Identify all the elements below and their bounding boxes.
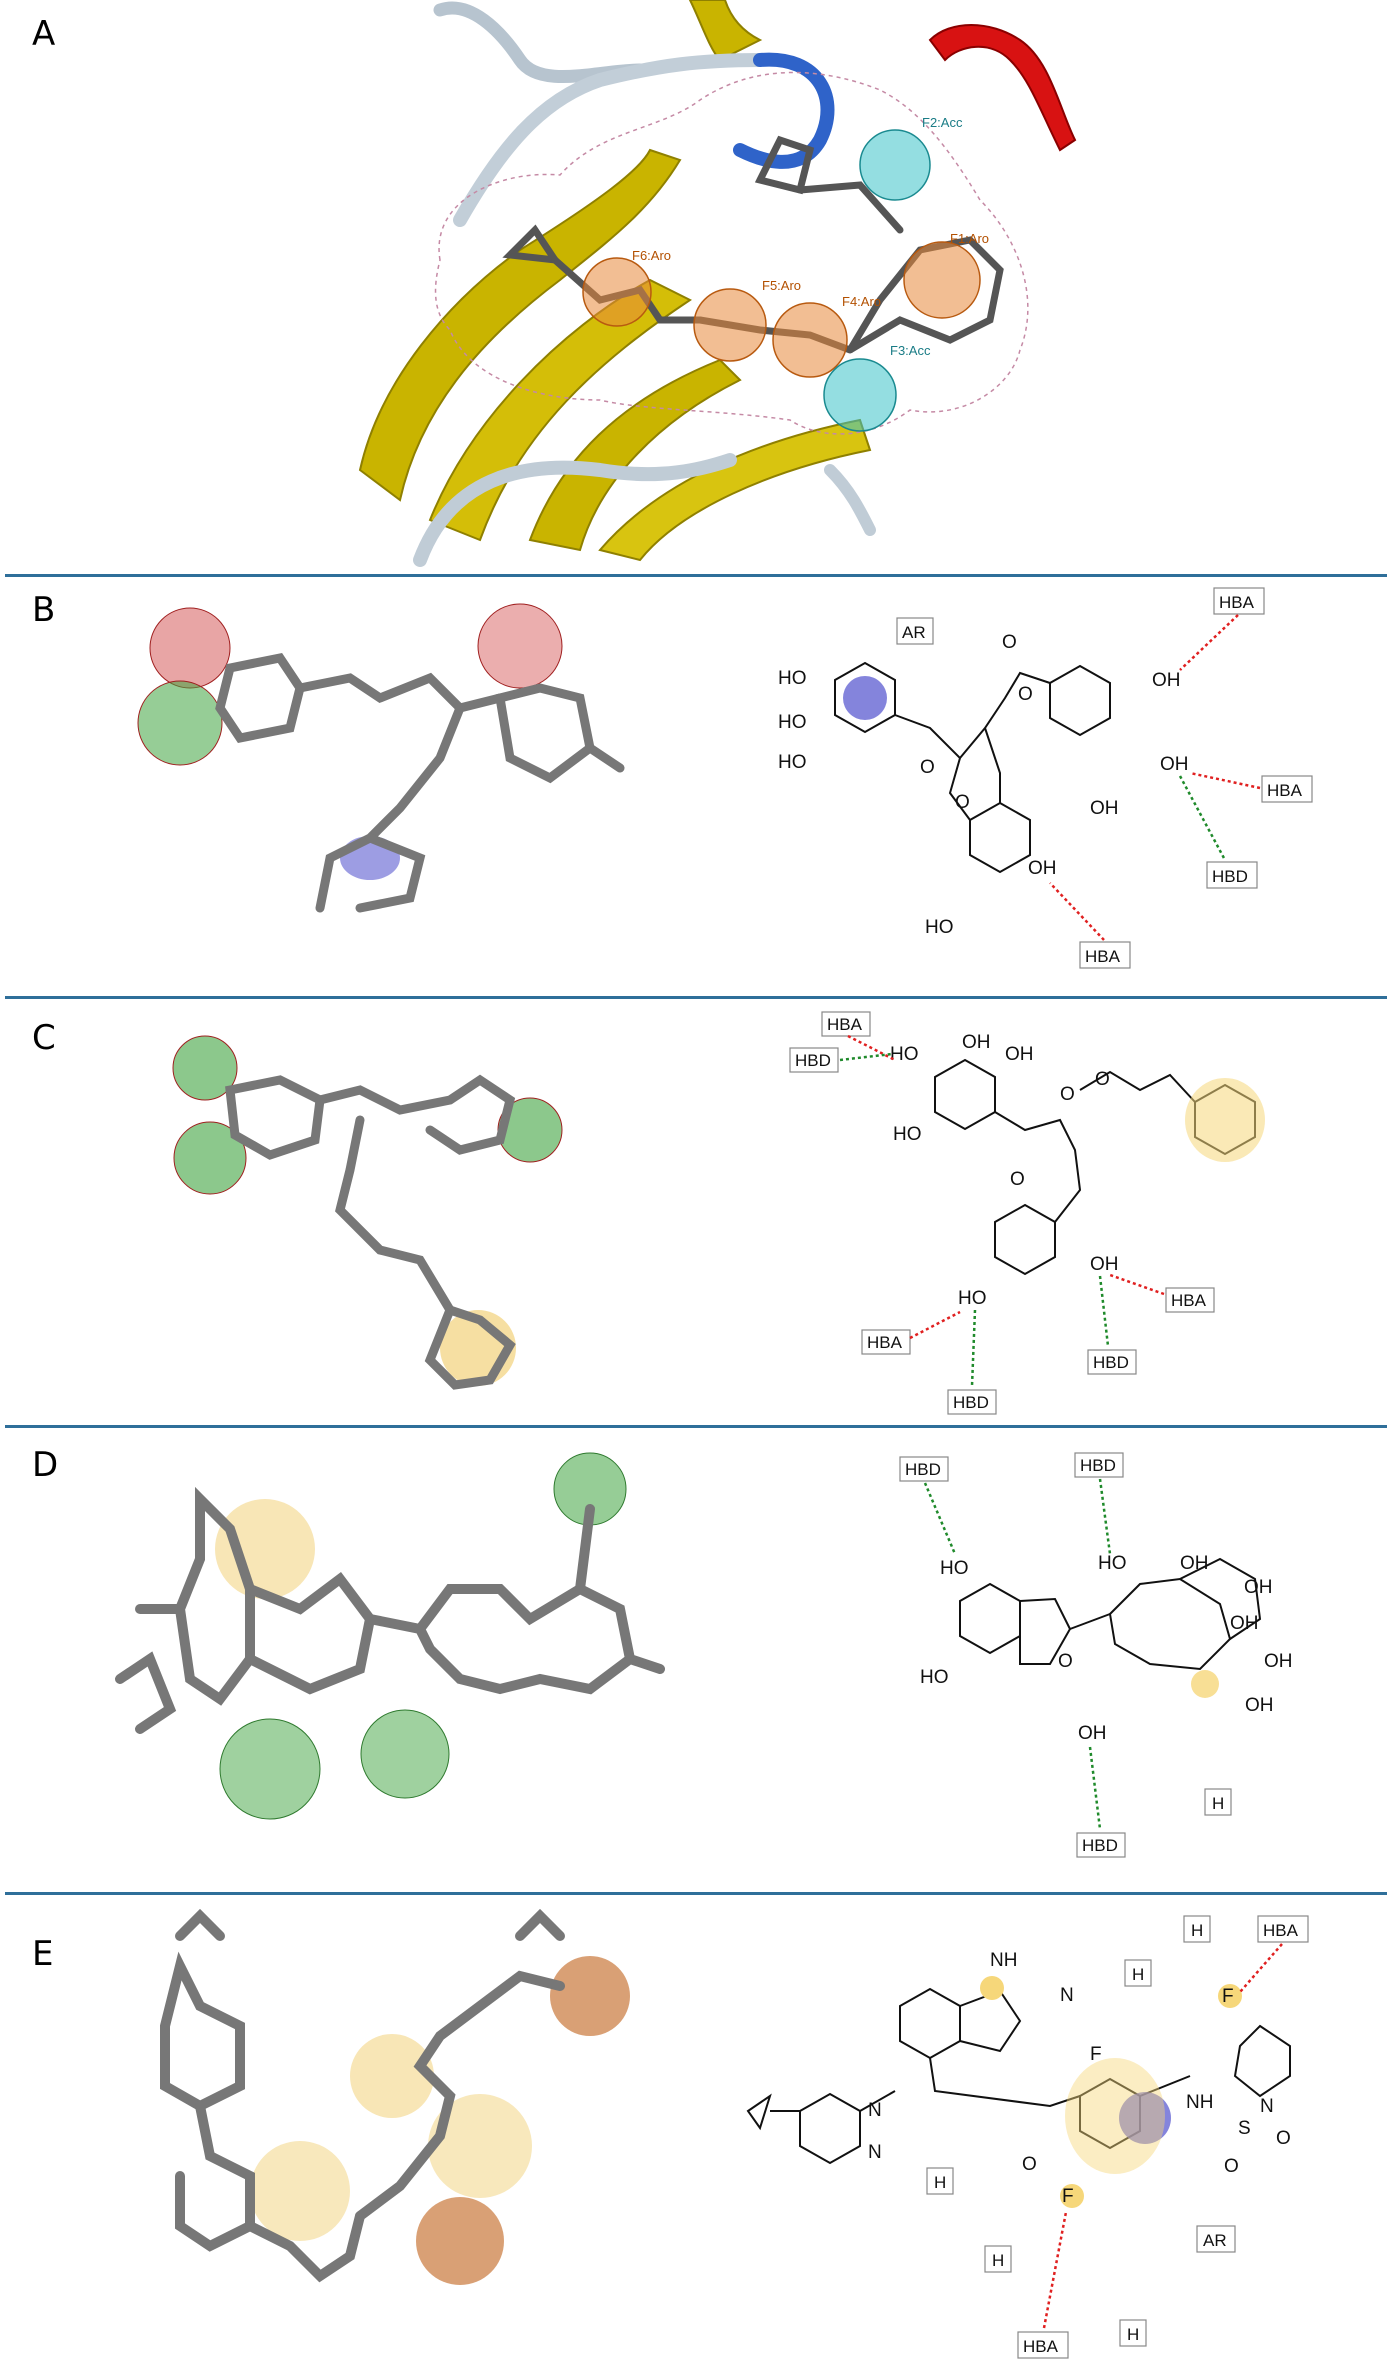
atom-label: O xyxy=(1276,2128,1291,2149)
feature-label: F5:Aro xyxy=(762,278,801,293)
panel-a-image: F1:Aro F2:Acc F3:Acc F4:Aro F5:Aro F6:Ar… xyxy=(358,0,1077,567)
hba-label: HBA xyxy=(867,1333,903,1352)
panel-d-2d-structure: HO O HO OH HO OH OH OH OH OH HBD HBD HBD… xyxy=(899,1452,1293,1858)
hba-label: HBA xyxy=(1085,947,1121,966)
atom-label: O xyxy=(1095,1069,1110,1090)
atom-label: HO xyxy=(940,1558,969,1579)
panel-c-3d-model xyxy=(172,1035,563,1390)
panel-b: B HO HO HO O O OH OH OH O xyxy=(0,578,1392,996)
atom-label: N xyxy=(868,2100,882,2121)
panel-letter-c: C xyxy=(32,1018,56,1058)
ar-label: AR xyxy=(902,623,926,642)
atom-label: OH xyxy=(1264,1651,1293,1672)
panel-e: E NH xyxy=(0,1896,1392,2367)
atom-label: OH xyxy=(1090,1254,1119,1275)
hba-label: HBA xyxy=(1219,593,1255,612)
atom-label: F xyxy=(1062,2186,1074,2207)
h-label: H xyxy=(934,2173,946,2192)
hbd-label: HBD xyxy=(953,1393,989,1412)
atom-label: OH xyxy=(1090,798,1119,819)
atom-label: HO xyxy=(893,1124,922,1145)
atom-label: OH xyxy=(1180,1553,1209,1574)
h-label: H xyxy=(1127,2325,1139,2344)
atom-label: OH xyxy=(962,1032,991,1053)
hbd-label: HBD xyxy=(1080,1456,1116,1475)
panel-a: A xyxy=(0,0,1392,575)
hbd-label: HBD xyxy=(795,1051,831,1070)
ar-label: AR xyxy=(1203,2231,1227,2250)
atom-label: NH xyxy=(990,1950,1017,1971)
atom-label: HO xyxy=(778,668,807,689)
h-label: H xyxy=(992,2251,1004,2270)
divider xyxy=(5,1892,1387,1895)
atom-label: O xyxy=(1018,684,1033,705)
atom-label: F xyxy=(1090,2044,1102,2065)
atom-label: O xyxy=(1022,2154,1037,2175)
atom-label: O xyxy=(1224,2156,1239,2177)
atom-label: O xyxy=(1058,1651,1073,1672)
atom-label: HO xyxy=(925,917,954,938)
panel-b-2d-structure: HO HO HO O O OH OH OH O O OH HO AR HBA H… xyxy=(778,587,1313,969)
panel-d-3d-model xyxy=(115,1452,665,1820)
hba-label: HBA xyxy=(1263,1921,1299,1940)
hbd-label: HBD xyxy=(1082,1836,1118,1855)
panel-letter-d: D xyxy=(32,1445,59,1485)
atom-label: N xyxy=(1060,1985,1074,2006)
atom-label: OH xyxy=(1005,1044,1034,1065)
h-label: H xyxy=(1212,1794,1224,1813)
atom-label: F xyxy=(1222,1986,1234,2007)
hbd-label: HBD xyxy=(1212,867,1248,886)
atom-label: OH xyxy=(1244,1577,1273,1598)
atom-label: HO xyxy=(920,1667,949,1688)
hbd-label: HBD xyxy=(1093,1353,1129,1372)
feature-label: F1:Aro xyxy=(950,231,989,246)
atom-label: HO xyxy=(958,1288,987,1309)
panel-c-2d-structure: OH HO OH HO O O O OH HO HBA HBD HBA HBA … xyxy=(789,1011,1265,1415)
atom-label: S xyxy=(1238,2118,1251,2139)
atom-label: OH xyxy=(1078,1723,1107,1744)
hbd-label: HBD xyxy=(905,1460,941,1479)
h-label: H xyxy=(1191,1921,1203,1940)
atom-label: O xyxy=(955,792,970,813)
atom-label: N xyxy=(1260,2096,1274,2117)
divider xyxy=(5,574,1387,577)
feature-label: F6:Aro xyxy=(632,248,671,263)
panel-e-3d-model xyxy=(160,1908,630,2285)
atom-label: N xyxy=(868,2142,882,2163)
panel-b-3d-model xyxy=(137,603,625,913)
panel-c: C OH HO OH HO O O O OH HO HBA xyxy=(0,1000,1392,1425)
atom-label: HO xyxy=(778,752,807,773)
atom-label: HO xyxy=(778,712,807,733)
atom-label: OH xyxy=(1245,1695,1274,1716)
atom-label: OH xyxy=(1152,670,1181,691)
atom-label: O xyxy=(1002,632,1017,653)
divider xyxy=(5,996,1387,999)
atom-label: O xyxy=(920,757,935,778)
panel-d: D HO O HO OH HO OH OH OH O xyxy=(0,1429,1392,1892)
atom-label: HO xyxy=(1098,1553,1127,1574)
atom-label: NH xyxy=(1186,2092,1213,2113)
panel-e-2d-structure: NH N N N O F F F NH S O O N HBA HBA H H … xyxy=(746,1915,1309,2359)
hba-label: HBA xyxy=(827,1015,863,1034)
atom-label: OH xyxy=(1028,858,1057,879)
divider xyxy=(5,1425,1387,1428)
panel-letter-a: A xyxy=(32,14,56,54)
atom-label: OH xyxy=(1230,1613,1259,1634)
hba-label: HBA xyxy=(1023,2337,1059,2356)
hba-label: HBA xyxy=(1267,781,1303,800)
feature-label: F3:Acc xyxy=(890,343,931,358)
h-label: H xyxy=(1132,1965,1144,1984)
atom-label: HO xyxy=(890,1044,919,1065)
atom-label: O xyxy=(1010,1169,1025,1190)
panel-letter-b: B xyxy=(32,590,56,630)
feature-label: F4:Aro xyxy=(842,294,881,309)
panel-letter-e: E xyxy=(32,1934,54,1974)
hba-label: HBA xyxy=(1171,1291,1207,1310)
atom-label: O xyxy=(1060,1084,1075,1105)
feature-label: F2:Acc xyxy=(922,115,963,130)
atom-label: OH xyxy=(1160,754,1189,775)
